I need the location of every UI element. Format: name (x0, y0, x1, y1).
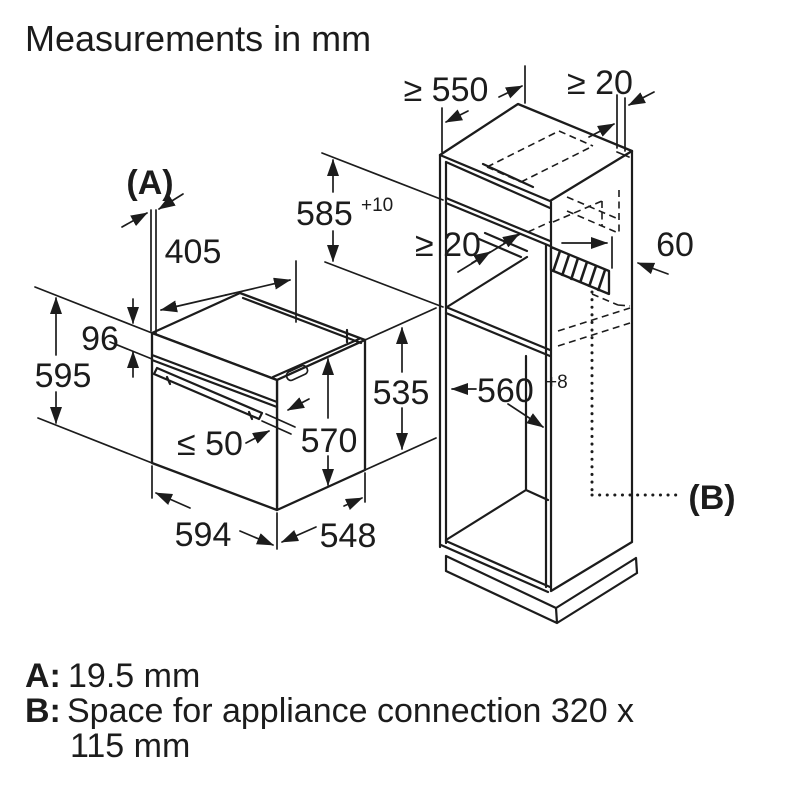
cabinet-drawing (438, 94, 678, 625)
dim-label-535: 535 (373, 374, 430, 412)
page-title: Measurements in mm (25, 18, 371, 59)
oven-door-handle (152, 366, 264, 421)
oven-front-face (150, 331, 279, 512)
hidden-edge-lines (486, 130, 631, 347)
dim-label-548: 548 (320, 517, 377, 555)
cabinet-top-shelf (444, 162, 552, 248)
dim-label-96: 96 (81, 320, 119, 358)
legend-a-value: 19.5 mm (68, 657, 200, 695)
dim-oven-le50: ≤ 50 (177, 397, 310, 463)
oven-handle-extension-lines (261, 413, 296, 435)
dim-oven-595: 595 (34, 286, 153, 464)
dim-oven-96: 96 (81, 298, 153, 378)
dim-oven-548: 548 (281, 472, 377, 555)
dim-label-560: 560 (477, 372, 534, 410)
dim-cabinet-585: 585 +10 (296, 152, 444, 308)
dim-label-560-tolerance: +8 (546, 372, 568, 393)
dim-label-595: 595 (35, 357, 92, 395)
cabinet-plinth (444, 554, 639, 625)
oven-top-rim-lines (241, 296, 363, 379)
dim-oven-594: 594 (151, 465, 278, 554)
dim-oven-405: 405 (160, 233, 297, 323)
dim-oven-a: (A) (121, 164, 184, 228)
dim-label-570: 570 (301, 422, 358, 460)
connection-space-box (549, 245, 611, 296)
connection-leader-dotted (590, 290, 678, 497)
legend-a-key: A: (25, 657, 61, 695)
legend-b-key: B: (25, 692, 61, 730)
dim-label-le50: ≤ 50 (177, 425, 243, 463)
dim-oven-570: 570 (301, 358, 358, 486)
legend-b-value-line2: 115 mm (70, 727, 190, 765)
oven-side-grip-icon (285, 364, 309, 382)
cabinet-interior-lines (439, 354, 552, 594)
dim-cabinet-ge20-inner: ≥ 20 (415, 226, 521, 273)
cabinet-frame-lines (438, 149, 634, 593)
oven-door-plane-lines (150, 209, 157, 335)
dim-cabinet-ge20-top: ≥ 20 (567, 64, 655, 138)
cabinet-niche-shelf (444, 255, 552, 358)
dim-label-a-ref: (A) (126, 164, 173, 202)
dim-label-594: 594 (175, 516, 232, 554)
dim-label-585-tolerance: +10 (361, 195, 393, 216)
legend-b-value-line1: Space for appliance connection 320 x (67, 692, 634, 730)
dim-oven-535: 535 (364, 307, 437, 471)
cabinet-top-face (438, 102, 634, 203)
dim-cabinet-ge550: ≥ 550 (404, 65, 526, 153)
dim-label-60: 60 (656, 226, 694, 264)
legend: A: 19.5 mm B: Space for appliance connec… (25, 657, 634, 765)
dim-label-b-ref: (B) (688, 479, 735, 517)
dim-label-405: 405 (165, 233, 222, 271)
oven-drawing (150, 209, 367, 512)
dim-label-ge550: ≥ 550 (404, 71, 489, 109)
dim-cabinet-560: 560 +8 (451, 372, 568, 428)
dim-cabinet-60: 60 (561, 226, 694, 275)
wall-strip-lines (616, 94, 630, 158)
dim-label-ge20-top: ≥ 20 (567, 64, 633, 102)
oven-control-panel-lines (150, 353, 279, 409)
connection-space-hatching (551, 250, 607, 292)
dim-label-585: 585 (296, 195, 353, 233)
dim-label-ge20-inner: ≥ 20 (415, 226, 481, 264)
